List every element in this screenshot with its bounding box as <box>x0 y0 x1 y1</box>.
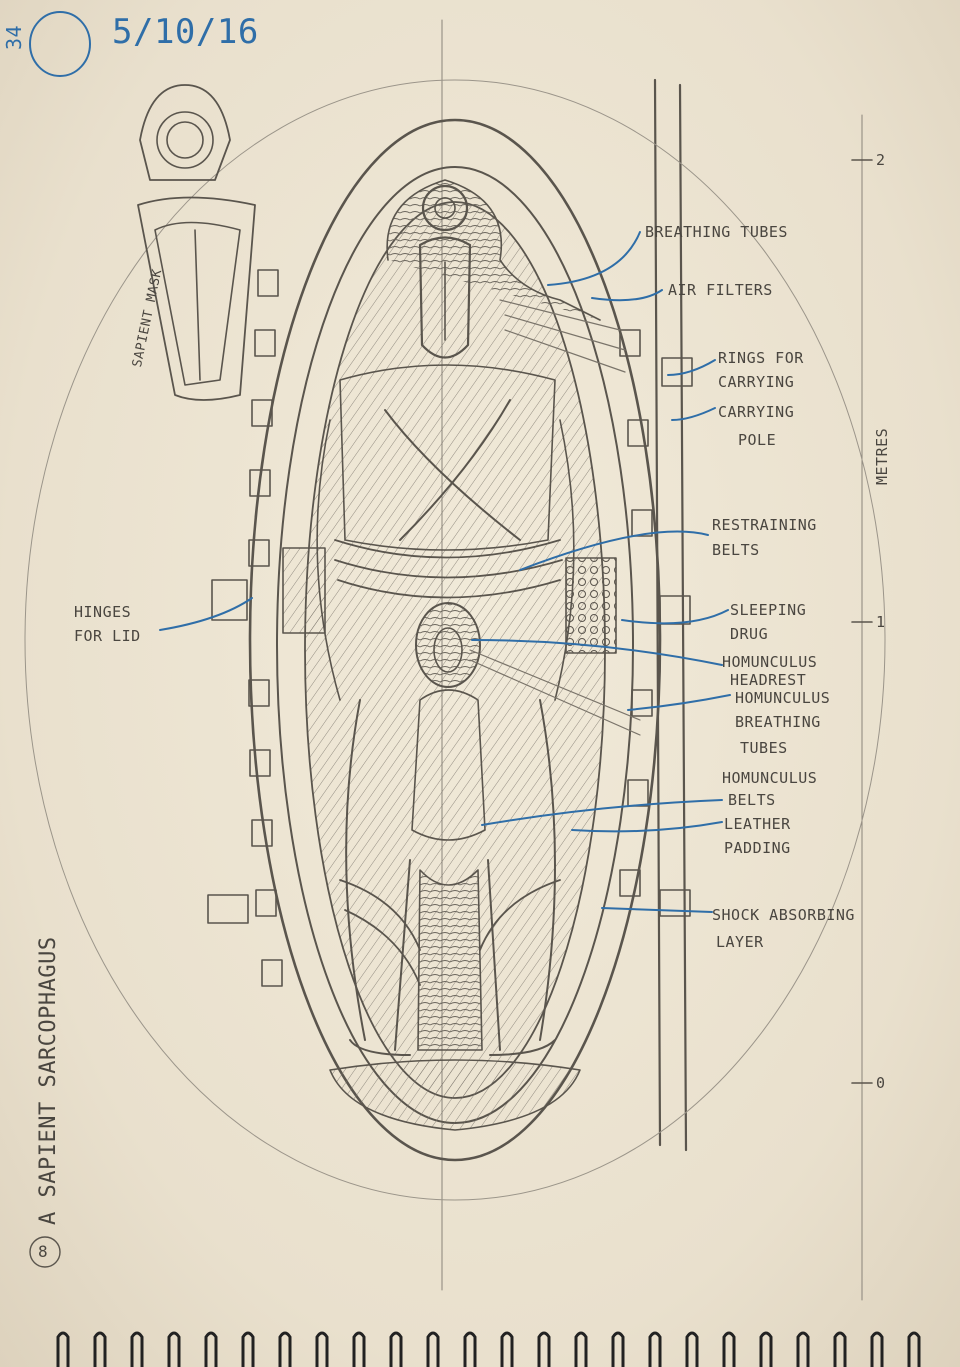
binding-coil <box>315 1331 329 1367</box>
binding-coil <box>907 1331 921 1367</box>
label-hinges-for-lid-1: HINGES <box>74 603 132 621</box>
scale-tick-1: 1 <box>876 613 886 631</box>
scale-unit-label: METRES <box>873 427 891 485</box>
label-hinges-for-lid-2: FOR LID <box>74 627 141 645</box>
binding-coil <box>130 1331 144 1367</box>
binding-coil <box>611 1331 625 1367</box>
binding-coil <box>352 1331 366 1367</box>
binding-coil <box>389 1331 403 1367</box>
scale-tick-2: 2 <box>876 151 886 169</box>
label-carrying-pole-1: CARRYING <box>718 403 795 421</box>
label-shock-absorbing-layer-2: LAYER <box>716 933 764 951</box>
binding-coil <box>241 1331 255 1367</box>
label-restraining-belts-1: RESTRAINING <box>712 516 817 534</box>
binding-coil <box>833 1331 847 1367</box>
label-sleeping-drug-2: DRUG <box>730 625 769 643</box>
binding-coil <box>463 1331 477 1367</box>
label-leather-padding-2: PADDING <box>724 839 791 857</box>
binding-coil <box>759 1331 773 1367</box>
binding-coil <box>93 1331 107 1367</box>
binding-coil <box>204 1331 218 1367</box>
binding-coil <box>56 1331 70 1367</box>
label-rings-for-carrying-2: CARRYING <box>718 373 795 391</box>
label-restraining-belts-2: BELTS <box>712 541 760 559</box>
binding-coil <box>537 1331 551 1367</box>
label-shock-absorbing-layer-1: SHOCK ABSORBING <box>712 906 855 924</box>
title-index: 8 <box>38 1242 49 1261</box>
scale-tick-0: 0 <box>876 1074 886 1092</box>
label-breathing-tubes: BREATHING TUBES <box>645 223 788 241</box>
binding-coil <box>278 1331 292 1367</box>
binding-coil <box>574 1331 588 1367</box>
binding-coil <box>796 1331 810 1367</box>
binding-coil <box>685 1331 699 1367</box>
binding-coil <box>426 1331 440 1367</box>
page-title: A SAPIENT SARCOPHAGUS <box>36 936 61 1225</box>
label-homunculus-breathing-tubes-3: TUBES <box>740 739 788 757</box>
label-homunculus-headrest-1: HOMUNCULUS <box>722 653 818 671</box>
label-homunculus-breathing-tubes-1: HOMUNCULUS <box>735 689 831 707</box>
label-air-filters: AIR FILTERS <box>668 281 773 299</box>
label-sleeping-drug-1: SLEEPING <box>730 601 807 619</box>
binding-coil <box>500 1331 514 1367</box>
binding-coil <box>167 1331 181 1367</box>
label-homunculus-headrest-2: HEADREST <box>730 671 807 689</box>
label-homunculus-belts-1: HOMUNCULUS <box>722 769 818 787</box>
label-homunculus-breathing-tubes-2: BREATHING <box>735 713 821 731</box>
sketch-date: 5/10/16 <box>112 12 259 52</box>
binding-coil <box>722 1331 736 1367</box>
binding-coil <box>648 1331 662 1367</box>
label-carrying-pole-2: POLE <box>738 431 777 449</box>
page-number: 34 <box>2 24 26 50</box>
spiral-binding <box>56 1331 921 1367</box>
binding-coil <box>870 1331 884 1367</box>
label-homunculus-belts-2: BELTS <box>728 791 776 809</box>
label-leather-padding-1: LEATHER <box>724 815 791 833</box>
label-rings-for-carrying-1: RINGS FOR <box>718 349 804 367</box>
